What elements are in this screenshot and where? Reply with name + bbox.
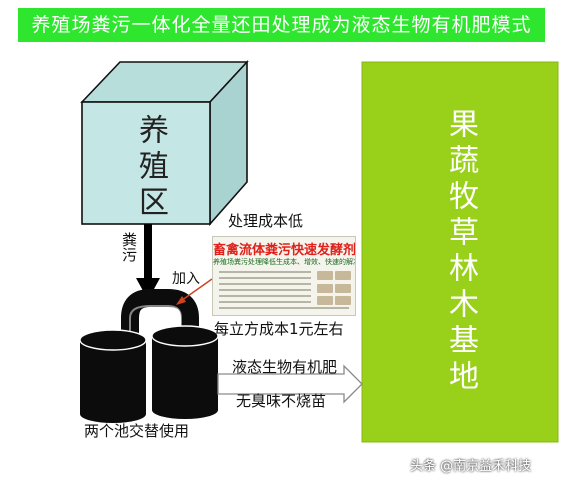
product-thumbnail — [317, 271, 333, 280]
add-arrowhead — [176, 296, 186, 305]
outlet-arrow — [217, 364, 363, 404]
right-tank-bottom — [152, 401, 218, 419]
product-thumbnail — [317, 284, 333, 293]
product-text-line — [219, 283, 311, 285]
right-tank-body — [152, 336, 218, 410]
product-text-line — [219, 271, 311, 273]
farm-area-label: 养殖区 — [133, 114, 168, 222]
watermark: 头条 @南京益禾科技 — [410, 459, 532, 474]
add-label: 加入 — [172, 271, 200, 287]
liquid-fertilizer-label: 液态生物有机肥 — [232, 358, 338, 376]
diagram-title: 养殖场粪污一体化全量还田处理成为液态生物有机肥模式 — [31, 14, 532, 36]
manure-flow-arrowhead — [136, 278, 160, 300]
connecting-pipe — [121, 289, 199, 333]
no-odor-label: 无臭味不烧苗 — [236, 392, 327, 410]
two-pools-label: 两个池交替使用 — [84, 422, 190, 440]
right-tank-top — [151, 325, 219, 347]
left-tank-top — [79, 329, 147, 351]
product-text-line — [219, 307, 349, 309]
product-text-line — [219, 277, 311, 279]
product-title: 畜禽流体粪污快速发酵剂 — [213, 243, 356, 258]
manure-label: 粪污 — [120, 232, 138, 262]
title-bar — [18, 8, 545, 42]
planting-base-block — [361, 61, 559, 443]
cost-per-unit-label: 每立方成本1元左右 — [214, 320, 344, 338]
product-text-line — [219, 301, 311, 303]
product-subtitle: 养殖场粪污处理降低生成本、增效、快速的解决方案产品 — [213, 258, 355, 266]
left-tank-bottom — [80, 405, 146, 423]
product-thumbnail — [317, 296, 333, 305]
product-text-line — [219, 295, 311, 297]
fermentation-agent-label: 畜禽流体粪污快速发酵剂 养殖场粪污处理降低生成本、增效、快速的解决方案产品 — [212, 236, 356, 316]
cost-low-label: 处理成本低 — [228, 212, 304, 230]
product-thumbnail — [335, 296, 351, 305]
product-text-line — [219, 289, 311, 291]
left-tank-body — [80, 340, 146, 414]
manure-flow-shaft — [144, 224, 152, 280]
product-thumbnail — [335, 271, 351, 280]
farm-box-front — [81, 101, 211, 225]
planting-base-label: 果蔬牧草林木基地 — [443, 108, 478, 396]
product-thumbnail — [335, 284, 351, 293]
